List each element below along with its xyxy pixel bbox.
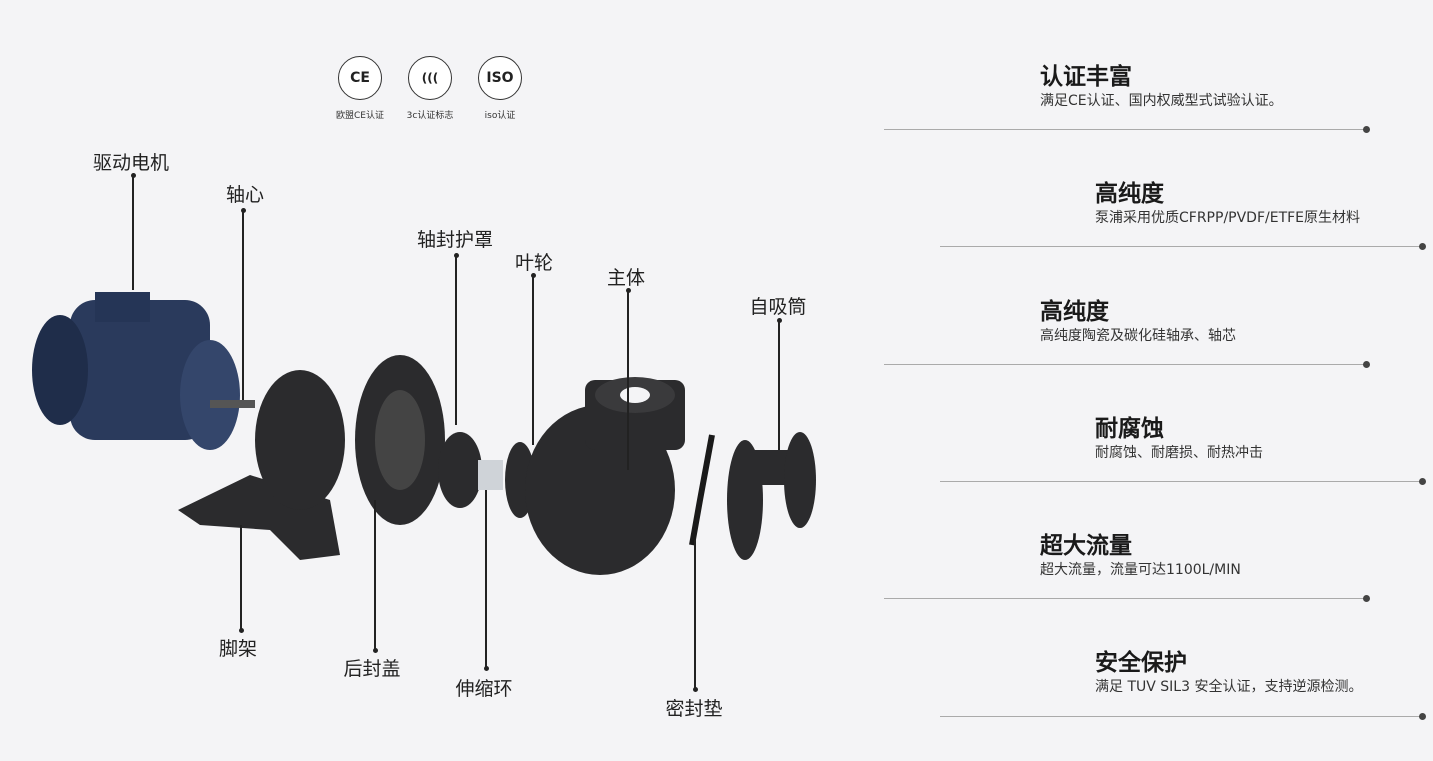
- leader-line: [485, 490, 487, 668]
- label-shaft: 轴心: [225, 184, 265, 206]
- divider-dot: [1363, 595, 1370, 602]
- cert-label: iso认证: [484, 111, 516, 121]
- feature-desc: 耐腐蚀、耐磨损、耐热冲击: [1095, 445, 1263, 461]
- feature-purity-bearings: 高纯度 高纯度陶瓷及碳化硅轴承、轴芯: [1040, 298, 1236, 346]
- feature-desc: 超大流量，流量可达1100L/MIN: [1040, 562, 1241, 578]
- leader-dot: [693, 687, 698, 692]
- leader-line: [374, 500, 376, 650]
- iso-certification: ISO iso认证: [470, 56, 530, 121]
- leader-line: [627, 290, 629, 470]
- rear-cover-graphic: [255, 355, 445, 525]
- feature-safety: 安全保护 满足 TUV SIL3 安全认证，支持逆源检测。: [1095, 649, 1362, 697]
- label-rear-cover: 后封盖: [343, 658, 401, 680]
- divider-dot: [1363, 361, 1370, 368]
- leader-line: [240, 525, 242, 630]
- leader-dot: [777, 318, 782, 323]
- main-body-graphic: [525, 377, 685, 575]
- leader-dot: [531, 273, 536, 278]
- feature-desc: 泵浦采用优质CFRPP/PVDF/ETFE原生材料: [1095, 210, 1361, 226]
- divider-dot: [1419, 713, 1426, 720]
- leader-dot: [373, 648, 378, 653]
- leader-line: [242, 210, 244, 400]
- label-priming-cylinder: 自吸筒: [749, 296, 807, 318]
- feature-title: 超大流量: [1040, 533, 1132, 559]
- label-gasket: 密封垫: [665, 698, 723, 720]
- cert-label: 欧盟CE认证: [336, 111, 384, 121]
- leader-dot: [454, 253, 459, 258]
- leader-line: [778, 320, 780, 450]
- exploded-pump-illustration: [32, 292, 816, 575]
- leader-line: [694, 540, 696, 690]
- ccc-mark-icon: (((: [408, 56, 452, 100]
- label-shaft-seal-cover: 轴封护罩: [416, 229, 494, 251]
- iso-mark-icon: ISO: [478, 56, 522, 100]
- feature-corrosion: 耐腐蚀 耐腐蚀、耐磨损、耐热冲击: [1095, 415, 1263, 463]
- divider-dot: [1363, 126, 1370, 133]
- motor-graphic: [32, 292, 255, 450]
- leader-dot: [239, 628, 244, 633]
- leader-dot: [241, 208, 246, 213]
- gasket-graphic: [689, 434, 715, 546]
- divider: [940, 246, 1422, 247]
- divider: [884, 364, 1366, 365]
- feature-title: 安全保护: [1095, 650, 1187, 676]
- feature-certification: 认证丰富 满足CE认证、国内权威型式试验认证。: [1040, 63, 1283, 111]
- seal-cover-graphic: [438, 432, 482, 508]
- leader-line: [132, 175, 134, 290]
- label-motor: 驱动电机: [92, 152, 170, 174]
- leader-dot: [484, 666, 489, 671]
- divider-dot: [1419, 478, 1426, 485]
- label-bracket: 脚架: [218, 638, 258, 660]
- feature-desc: 满足CE认证、国内权威型式试验认证。: [1040, 93, 1283, 109]
- leader-line: [532, 275, 534, 445]
- feature-flow: 超大流量 超大流量，流量可达1100L/MIN: [1040, 532, 1241, 580]
- divider: [884, 598, 1366, 599]
- feature-purity-materials: 高纯度 泵浦采用优质CFRPP/PVDF/ETFE原生材料: [1095, 180, 1360, 228]
- label-impeller: 叶轮: [514, 252, 554, 274]
- priming-cylinder-graphic: [727, 432, 816, 560]
- label-main-body: 主体: [606, 267, 646, 289]
- feature-desc: 高纯度陶瓷及碳化硅轴承、轴芯: [1040, 328, 1236, 344]
- ccc-certification: ((( 3c认证标志: [400, 56, 460, 121]
- divider: [940, 481, 1422, 482]
- divider: [940, 716, 1422, 717]
- expansion-ring-graphic: [478, 460, 503, 490]
- cert-label: 3c认证标志: [406, 111, 454, 121]
- ce-mark-icon: CE: [338, 56, 382, 100]
- feature-desc: 满足 TUV SIL3 安全认证，支持逆源检测。: [1095, 679, 1363, 695]
- feature-title: 高纯度: [1040, 299, 1109, 325]
- feature-title: 高纯度: [1095, 181, 1164, 207]
- leader-dot: [626, 288, 631, 293]
- feature-title: 认证丰富: [1040, 64, 1132, 90]
- leader-dot: [131, 173, 136, 178]
- divider-dot: [1419, 243, 1426, 250]
- feature-title: 耐腐蚀: [1095, 416, 1164, 442]
- ce-certification: CE 欧盟CE认证: [330, 56, 390, 121]
- label-expansion-ring: 伸缩环: [455, 678, 513, 700]
- divider: [884, 129, 1366, 130]
- leader-line: [455, 255, 457, 425]
